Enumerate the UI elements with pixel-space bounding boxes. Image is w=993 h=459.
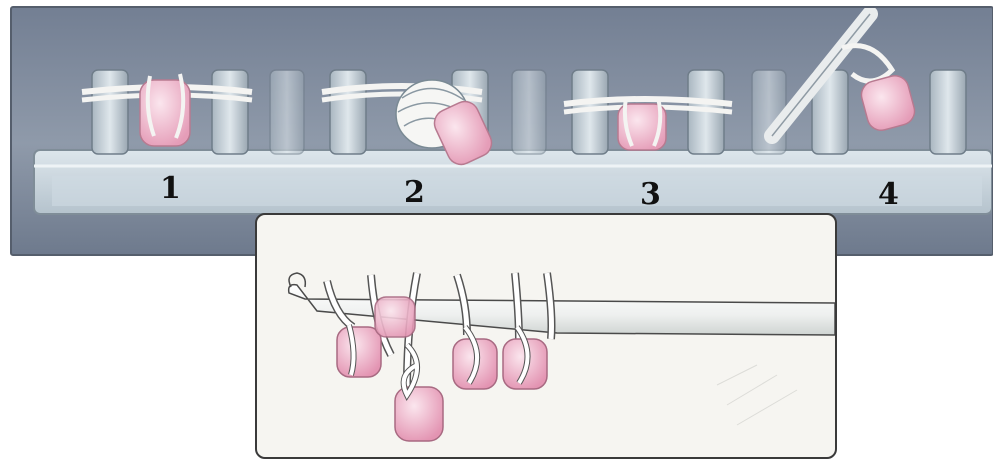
- bead: [375, 297, 415, 337]
- inset-panel: [255, 213, 837, 459]
- peg: [212, 70, 248, 154]
- bead: [395, 387, 443, 441]
- bead: [337, 327, 381, 377]
- peg: [270, 70, 304, 154]
- peg: [512, 70, 546, 154]
- loom-pegs: [92, 70, 966, 154]
- hook-inset-illustration: [257, 215, 835, 457]
- peg: [930, 70, 966, 154]
- peg: [92, 70, 128, 154]
- peg: [330, 70, 366, 154]
- step-number-4: 4: [878, 177, 899, 212]
- step-number-1: 1: [160, 171, 181, 206]
- step-number-2: 2: [404, 175, 425, 210]
- step-number-3: 3: [640, 177, 661, 212]
